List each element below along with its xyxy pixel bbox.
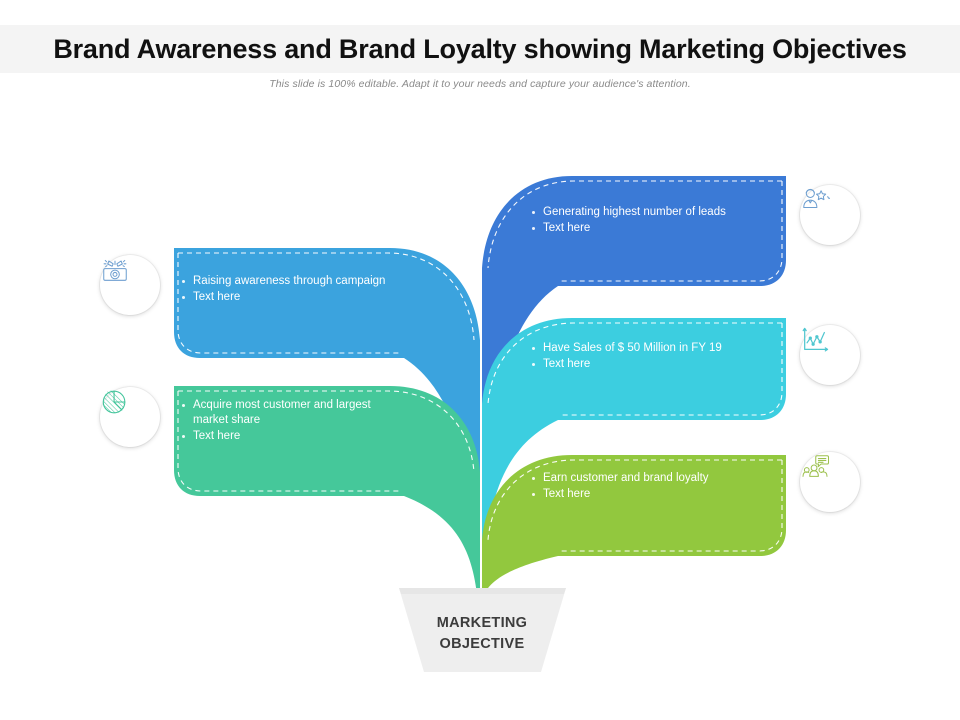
branch-text-have-sales: Have Sales of $ 50 Million in FY 19 Text… bbox=[530, 341, 780, 373]
bullet-item: Text here bbox=[530, 221, 780, 236]
title-band bbox=[0, 25, 960, 73]
badge-raising-awareness[interactable] bbox=[100, 255, 160, 315]
pot-label-line1: MARKETING bbox=[436, 615, 528, 631]
branch-shape-raising-awareness[interactable] bbox=[174, 248, 480, 600]
people-chat-icon bbox=[802, 455, 830, 477]
page-subtitle: This slide is 100% editable. Adapt it to… bbox=[269, 78, 691, 90]
bullet-item: Text here bbox=[180, 290, 430, 305]
page-title: Brand Awareness and Brand Loyalty showin… bbox=[53, 33, 907, 64]
branch-text-raising-awareness: Raising awareness through campaign Text … bbox=[180, 274, 430, 306]
campaign-megaphone-icon bbox=[103, 259, 127, 281]
branch-shape-earn-loyalty[interactable] bbox=[482, 455, 786, 600]
badge-have-sales[interactable] bbox=[800, 325, 860, 385]
bullet-item: Generating highest number of leads bbox=[530, 205, 780, 220]
center-pot-shape[interactable] bbox=[399, 588, 566, 672]
branch-shape-acquire-customer[interactable] bbox=[174, 386, 480, 640]
bullet-item: Text here bbox=[530, 357, 780, 372]
branch-text-generating-leads: Generating highest number of leads Text … bbox=[530, 205, 780, 237]
bullet-item: Acquire most customer and largest market… bbox=[180, 398, 410, 428]
badge-earn-loyalty[interactable] bbox=[800, 452, 860, 512]
bullet-item: Raising awareness through campaign bbox=[180, 274, 430, 289]
pie-chart-icon bbox=[102, 390, 126, 414]
branch-text-acquire-customer: Acquire most customer and largest market… bbox=[180, 398, 410, 445]
branch-text-earn-loyalty: Earn customer and brand loyalty Text her… bbox=[530, 471, 780, 503]
bullet-item: Earn customer and brand loyalty bbox=[530, 471, 780, 486]
badge-generating-leads[interactable] bbox=[800, 185, 860, 245]
branch-shape-generating-leads[interactable] bbox=[482, 176, 786, 580]
bullet-item: Text here bbox=[180, 429, 410, 444]
line-chart-icon bbox=[802, 327, 829, 352]
bullet-item: Have Sales of $ 50 Million in FY 19 bbox=[530, 341, 780, 356]
person-star-icon bbox=[803, 188, 830, 209]
pot-label-line2: OBJECTIVE bbox=[439, 636, 525, 652]
bullet-item: Text here bbox=[530, 487, 780, 502]
badge-acquire-customer[interactable] bbox=[100, 387, 160, 447]
center-pot-label: MARKETING OBJECTIVE bbox=[382, 613, 582, 655]
branch-shape-have-sales[interactable] bbox=[482, 318, 786, 620]
